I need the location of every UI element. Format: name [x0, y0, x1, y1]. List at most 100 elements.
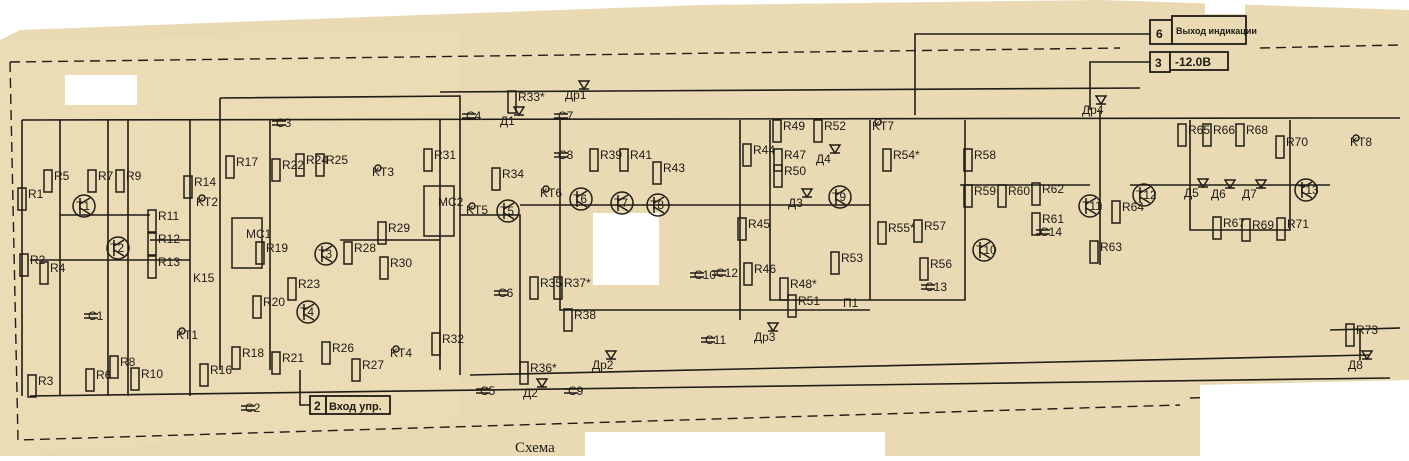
component-label-r57: R57 [924, 219, 946, 233]
resistor-symbol [519, 361, 529, 385]
component-label-r56: R56 [930, 257, 952, 271]
enclosure-border [9, 44, 1401, 441]
resistor-symbol [1031, 212, 1041, 236]
component-label-r28: R28 [354, 241, 376, 255]
resistor-symbol [963, 148, 973, 172]
resistor-symbol [773, 164, 783, 188]
resistor-symbol [919, 257, 929, 281]
connector-label: Вход упр. [329, 401, 382, 413]
component-label-c7: C7 [558, 109, 574, 123]
resistor-symbol [913, 219, 923, 243]
component-label-r30: R30 [390, 256, 412, 270]
resistor-symbol [225, 155, 235, 179]
connector-3: 3 -12.0В [1149, 51, 1229, 73]
transistor-symbol [972, 238, 996, 262]
component-label-r59: R59 [974, 184, 996, 198]
component-label-kt4: KT4 [390, 346, 412, 360]
component-label-r44: R44 [753, 143, 775, 157]
component-label-r25: R25 [326, 153, 348, 167]
component-label-r31: R31 [434, 148, 456, 162]
component-label-r66: R66 [1213, 123, 1235, 137]
resistor-symbol [87, 169, 97, 193]
resistor-symbol [529, 276, 539, 300]
transistor-leads [321, 245, 333, 263]
connector-label: -12.0В [1175, 55, 1211, 69]
component-label-r62: R62 [1042, 182, 1064, 196]
wiring [21, 33, 1401, 406]
component-label-r6: R6 [96, 368, 112, 382]
resistor-symbol [183, 175, 193, 199]
component-label-r38: R38 [574, 308, 596, 322]
diode-symbol [1254, 179, 1268, 190]
resistor-symbol [813, 119, 823, 143]
resistor-symbol [1212, 216, 1222, 240]
transistor-leads [653, 196, 665, 214]
ic-symbol [231, 217, 263, 269]
resistor-symbol [252, 295, 262, 319]
component-label-r22: R22 [282, 158, 304, 172]
resistor-symbol [1089, 240, 1099, 264]
resistor-symbol [255, 241, 265, 265]
resistor-symbol [1031, 182, 1041, 206]
component-label-c3: C3 [276, 116, 292, 130]
component-label-kt1: KT1 [176, 328, 198, 342]
resistor-symbol [742, 143, 752, 167]
resistor-symbol [17, 187, 27, 211]
component-label-c6: C6 [498, 286, 514, 300]
component-label-r47: R47 [784, 148, 806, 162]
resistor-symbol [882, 148, 892, 172]
transistor-symbol [828, 185, 852, 209]
component-label-др1: Др1 [565, 88, 587, 102]
component-label-c12: C12 [716, 266, 738, 280]
transistor-symbol [646, 193, 670, 217]
component-label-mc2: MC2 [438, 195, 464, 209]
component-label-r53: R53 [841, 251, 863, 265]
component-label-д5: Д5 [1184, 186, 1199, 200]
component-label-r17: R17 [236, 155, 258, 169]
diode-symbol [535, 378, 549, 389]
component-label-r64: R64 [1122, 200, 1144, 214]
component-label-r39: R39 [600, 148, 622, 162]
component-label-kt8: KT8 [1350, 135, 1372, 149]
component-label-др2: Др2 [592, 358, 614, 372]
diode-symbol [604, 350, 618, 361]
diode-symbol [512, 106, 526, 117]
component-label-r34: R34 [502, 167, 524, 181]
connector-pin: 3 [1155, 56, 1162, 70]
component-label-r7: R7 [98, 169, 114, 183]
test-point-symbol [374, 164, 382, 172]
transistor-symbol [72, 194, 96, 218]
diode-symbol [577, 80, 591, 91]
resistor-symbol [963, 184, 973, 208]
resistor-symbol [109, 355, 119, 379]
transistor-symbol [496, 199, 520, 223]
component-label-r54-star: R54* [893, 148, 920, 162]
capacitor-symbol [701, 337, 715, 343]
component-label-r45: R45 [748, 217, 770, 231]
resistor-symbol [787, 294, 797, 318]
capacitor-symbol [712, 270, 726, 276]
component-label-r33-star: R33* [518, 90, 545, 104]
ic-symbol [423, 185, 455, 237]
test-point-symbol [468, 202, 476, 210]
capacitor-symbol [554, 113, 568, 119]
component-label-t5: T5 [500, 204, 514, 218]
component-label-kt2: KT2 [196, 195, 218, 209]
component-label-c4: C4 [466, 109, 482, 123]
component-label-др4: Др4 [1082, 103, 1104, 117]
component-label-t8: T8 [650, 198, 664, 212]
resistor-symbol [147, 232, 157, 256]
resistor-symbol [553, 276, 563, 300]
diode-symbol [800, 188, 814, 199]
resistor-symbol [130, 367, 140, 391]
connector-2: 2 Вход упр. [309, 395, 391, 415]
resistor-symbol [115, 169, 125, 193]
component-label-r2: R2 [30, 253, 46, 267]
caption-title: Схема [515, 440, 555, 456]
paper-scan-left [0, 30, 460, 456]
capacitor-symbol [241, 405, 255, 411]
transistor-leads [576, 190, 588, 208]
scan-edge [1200, 390, 1409, 456]
test-point-symbol [1352, 134, 1360, 142]
capacitor-symbol [272, 120, 286, 126]
